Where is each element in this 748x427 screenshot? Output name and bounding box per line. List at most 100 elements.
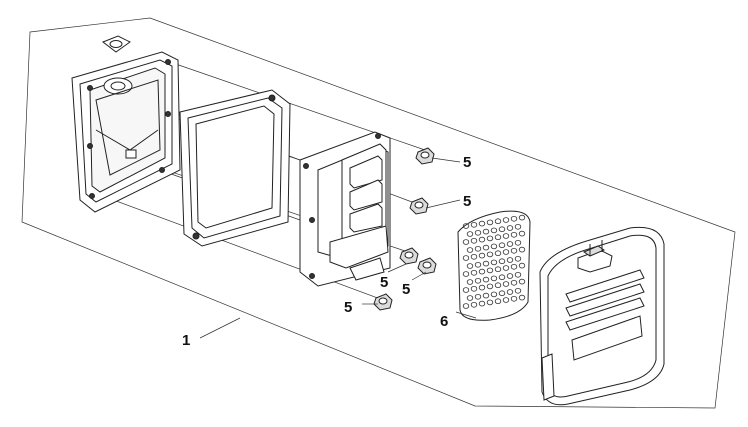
perforation-hole (482, 276, 490, 283)
perforation-hole (502, 265, 510, 271)
perforation-hole (494, 234, 502, 241)
perforation-hole (490, 259, 498, 266)
perforation-hole (474, 277, 482, 284)
perforation-hole (474, 246, 482, 252)
perforation-hole (478, 220, 486, 227)
perforation-hole (514, 224, 522, 230)
perforation-hole (510, 232, 518, 238)
nut-5c (399, 247, 419, 265)
perforation-hole (462, 271, 470, 277)
perforation-hole (486, 219, 494, 226)
perforated-screen (457, 210, 531, 321)
perforation-hole (470, 253, 478, 260)
perforation-hole (470, 269, 478, 276)
perforation-hole (478, 300, 486, 307)
breather-gasket (101, 35, 131, 53)
perforation-hole (478, 284, 486, 291)
perforation-hole (510, 295, 518, 302)
callout-5b: 5 (463, 193, 471, 210)
perforation-hole (478, 236, 486, 243)
air-cleaner-base (71, 51, 181, 213)
perforation-hole (506, 225, 514, 231)
filter-element (299, 131, 391, 287)
perforation-hole (518, 246, 526, 253)
perforation-hole (494, 298, 502, 305)
perforation-hole (510, 279, 518, 286)
perforation-hole (502, 233, 510, 239)
perforation-hole (518, 278, 526, 285)
callout-5c: 5 (380, 274, 388, 291)
perforation-hole (470, 301, 478, 308)
perforation-hole (486, 283, 494, 290)
perforation-hole (466, 247, 474, 253)
perforation-hole (490, 291, 498, 298)
perforation-hole (466, 263, 474, 269)
callout-5a: 5 (463, 154, 471, 171)
callout-5d: 5 (402, 281, 410, 298)
perforation-hole (494, 250, 502, 257)
perforation-hole (506, 273, 514, 279)
perforation-hole (510, 248, 518, 254)
perforation-hole (482, 292, 490, 299)
perforation-hole (470, 238, 478, 244)
assembly-boundary (21, 17, 736, 409)
perforation-hole (482, 228, 490, 235)
perforation-hole (502, 217, 510, 223)
air-cleaner-cover (539, 226, 665, 406)
perforation-hole (514, 271, 522, 278)
perforation-hole (494, 218, 502, 225)
perforation-hole (466, 295, 474, 301)
perforation-hole (518, 262, 526, 269)
perforation-hole (518, 294, 526, 301)
perforation-hole (494, 266, 502, 273)
perforation-hole (470, 222, 478, 228)
nut-5d (417, 257, 437, 275)
perforation-hole (498, 274, 506, 281)
perforation-hole (498, 226, 506, 233)
perforation-hole (486, 251, 494, 258)
perforation-hole (498, 242, 506, 249)
perforation-hole (510, 216, 518, 222)
perforation-hole (502, 249, 510, 255)
perforation-hole (474, 230, 482, 236)
perforation-hole (474, 293, 482, 300)
perforation-hole (506, 257, 514, 263)
perforation-hole (462, 255, 470, 261)
perforation-hole (462, 223, 470, 229)
perforation-hole (466, 231, 474, 237)
perforation-hole (514, 255, 522, 262)
perforation-hole (478, 268, 486, 275)
nut-5e (373, 293, 393, 311)
perforation-hole (486, 235, 494, 242)
perforation-hole (462, 287, 470, 293)
perforation-hole (474, 261, 482, 268)
perforation-hole (478, 252, 486, 259)
callout-1: 1 (182, 332, 190, 349)
filter-frame (179, 89, 291, 247)
perforation-hole (506, 289, 514, 295)
perforation-hole (514, 240, 522, 246)
perforation-hole (518, 230, 526, 237)
perforation-hole (482, 260, 490, 267)
callout-5e: 5 (344, 299, 352, 316)
perforation-hole (494, 282, 502, 289)
perforation-hole (498, 258, 506, 265)
perforation-hole (462, 239, 470, 245)
leader-lines (199, 157, 477, 339)
nut-5b (409, 197, 429, 215)
callout-6: 6 (440, 313, 448, 330)
nut-5a (415, 147, 435, 165)
perforation-hole (490, 275, 498, 282)
perforation-hole (514, 287, 522, 294)
perforation-hole (490, 227, 498, 234)
perforation-hole (498, 290, 506, 297)
perforation-hole (510, 263, 518, 270)
perforation-hole (470, 285, 478, 292)
perforation-hole (462, 303, 470, 309)
perforation-hole (486, 267, 494, 274)
perforation-hole (486, 299, 494, 306)
perforation-hole (466, 279, 474, 285)
perforation-hole (502, 281, 510, 287)
